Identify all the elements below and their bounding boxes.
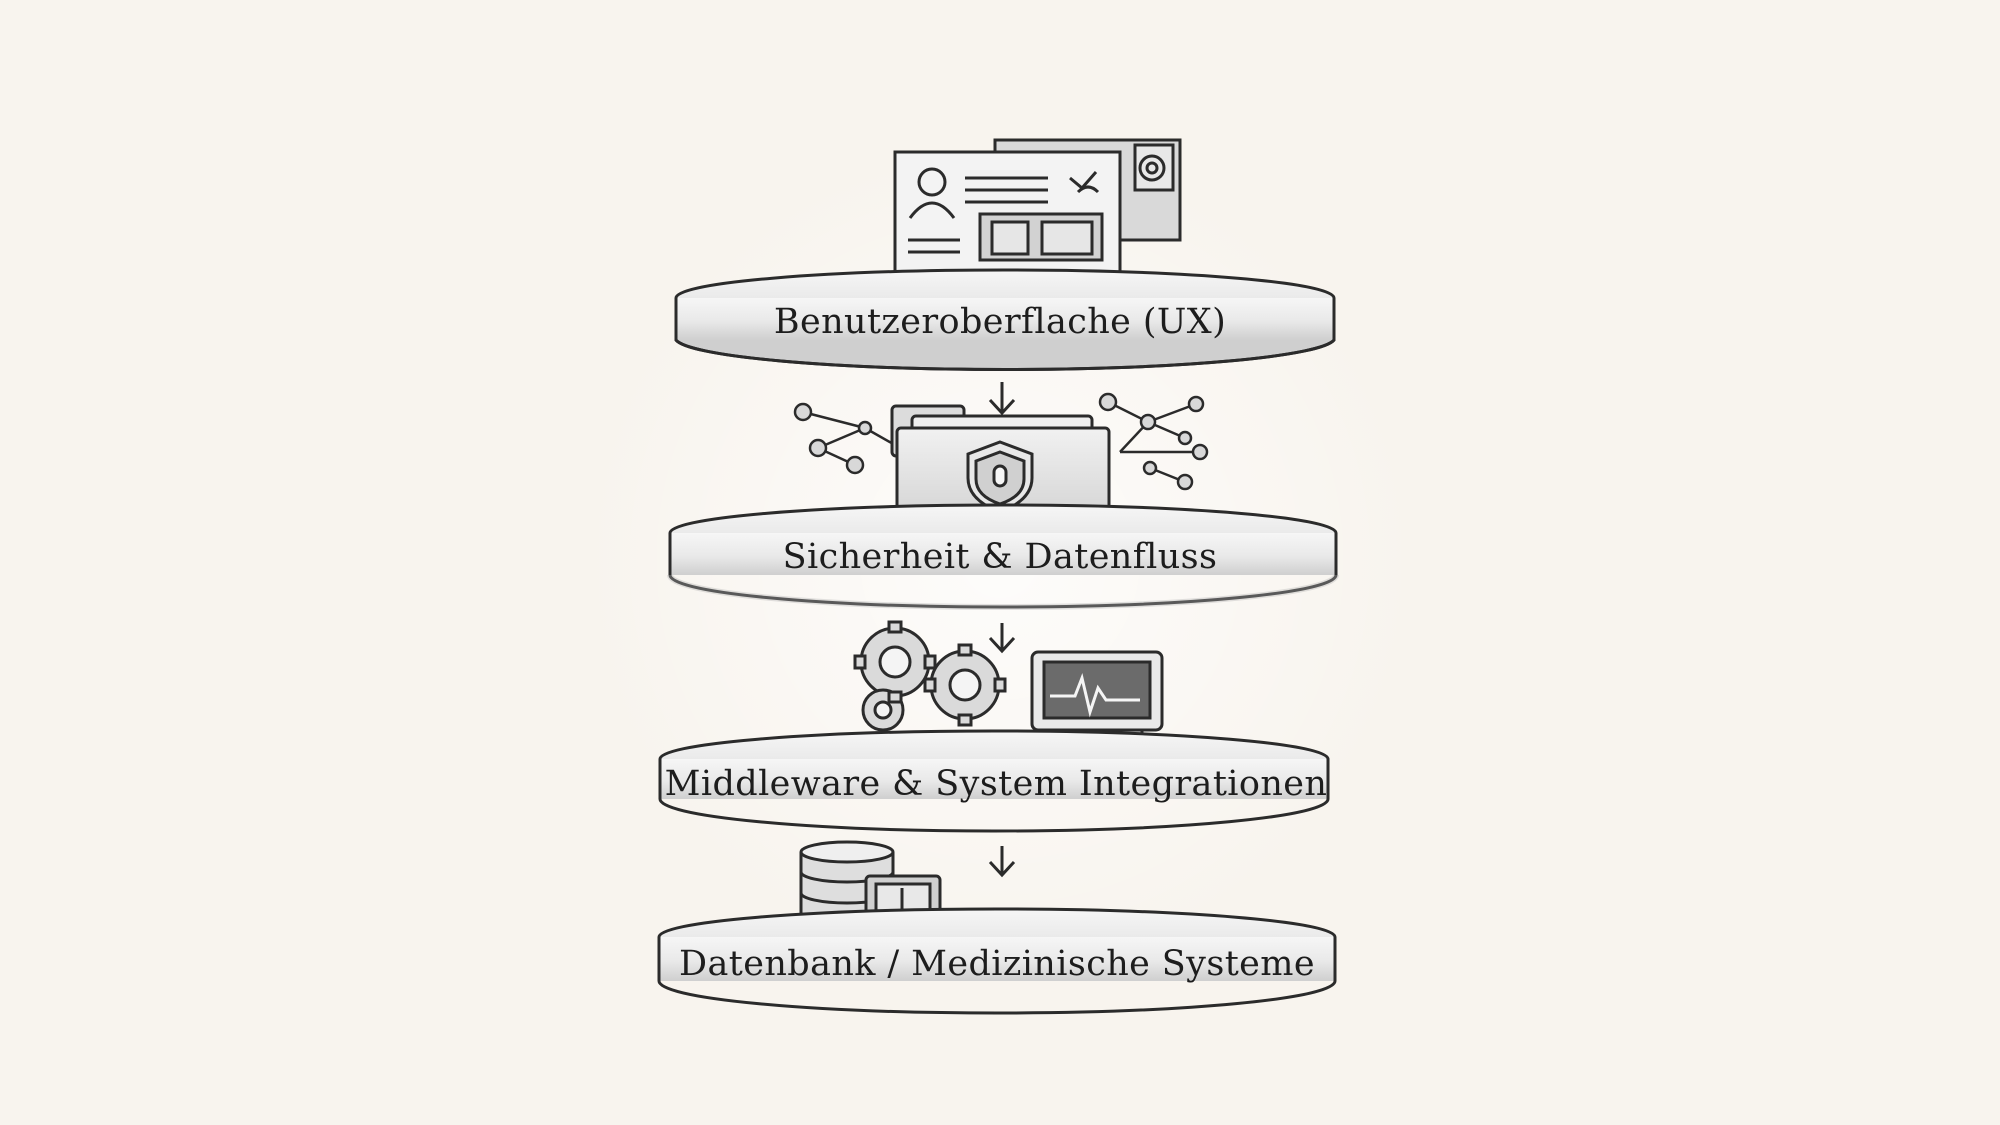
down-arrow-icon xyxy=(988,382,1016,416)
down-arrow-icon xyxy=(988,623,1016,654)
down-arrow-icon xyxy=(988,846,1016,878)
layer-ux: Benutzeroberflache (UX) xyxy=(674,268,1336,372)
layer-label-security: Sicherheit & Datenfluss xyxy=(783,537,1218,577)
user-interface-window-icon xyxy=(893,138,1182,276)
layer-database: Datenbank / Medizinische Systeme xyxy=(657,907,1337,1015)
shield-folder-icon xyxy=(890,404,1111,516)
layer-security: Sicherheit & Datenfluss xyxy=(667,503,1339,610)
gear-teeth xyxy=(853,620,1007,727)
monitor-waveform-icon xyxy=(1030,650,1164,741)
gears-icon xyxy=(859,626,1001,732)
layer-middleware: Middleware & System Integrationen xyxy=(658,729,1330,833)
layer-label-database: Datenbank / Medizinische Systeme xyxy=(679,944,1315,984)
layer-label-ux: Benutzeroberflache (UX) xyxy=(774,302,1226,342)
network-nodes-icon xyxy=(793,392,1209,491)
layer-label-middleware: Middleware & System Integrationen xyxy=(665,764,1328,804)
